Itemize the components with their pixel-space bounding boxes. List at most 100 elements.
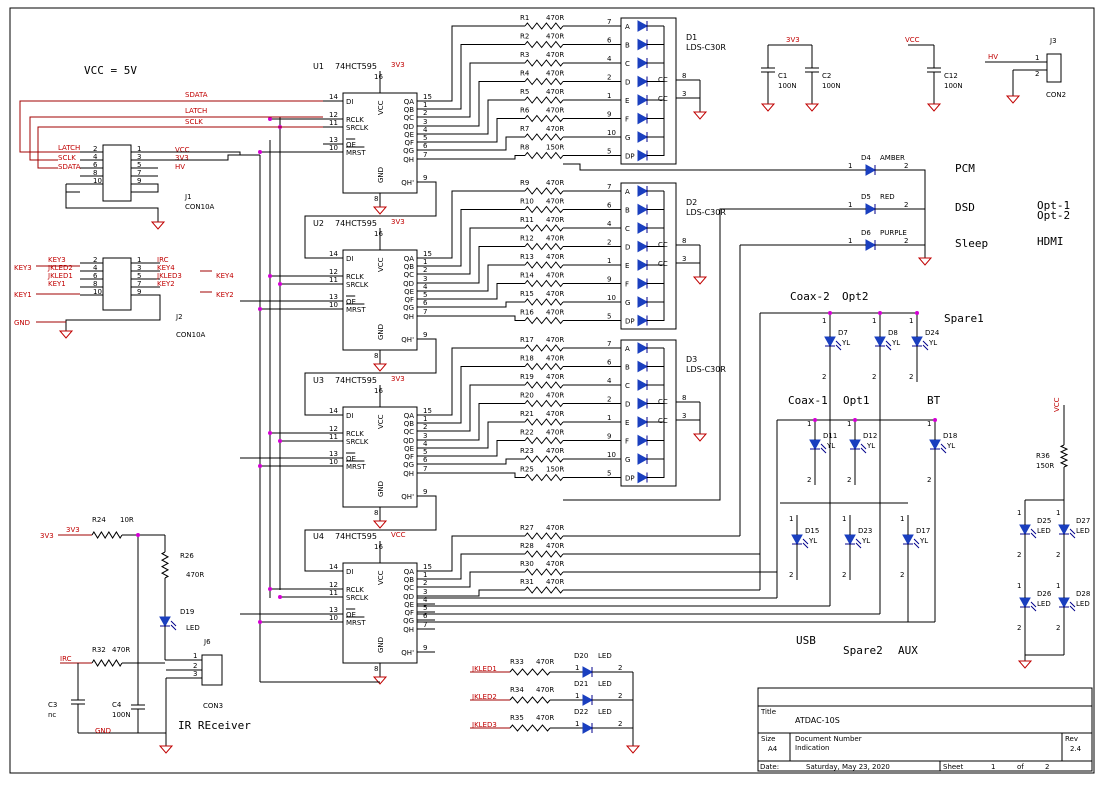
segment-diode: [637, 434, 649, 447]
cap-rail-vcc: VCC: [905, 36, 920, 44]
resistor-ref: R12: [520, 235, 534, 243]
resistor-ref: R10: [520, 198, 534, 206]
resistor-r28: [524, 550, 564, 558]
pin-number: 2: [1056, 551, 1060, 559]
pin-number: 7: [423, 308, 427, 316]
led-ray: [913, 538, 920, 545]
resistor-r11: [524, 224, 564, 232]
vcc-pin-number: 16: [374, 387, 383, 395]
led-ref: D20: [574, 652, 588, 660]
resistor-r18: [524, 362, 564, 371]
seven-seg-d2: [620, 182, 677, 330]
opt-note-hdmi: HDMI: [1037, 235, 1064, 248]
resistor-value: 470R: [546, 88, 564, 96]
pin-qe: QE: [404, 601, 414, 609]
resistor-r5: [524, 96, 564, 104]
net-sdata: SDATA: [58, 163, 81, 171]
segment-c: C: [625, 382, 630, 390]
resistor-value: 470R: [546, 235, 564, 243]
pin-number: 3: [682, 412, 686, 420]
wire: [435, 421, 525, 449]
led-d21: [582, 694, 594, 706]
pin-number: 2: [618, 664, 622, 672]
junction-dot: [136, 533, 140, 537]
led-ref: D28: [1076, 590, 1090, 598]
pin-number: 2: [909, 373, 913, 381]
resistor-ref: R1: [520, 14, 529, 22]
wire: [435, 25, 525, 102]
wire: [435, 384, 525, 432]
pin-number: 11: [329, 433, 338, 441]
display-part: LDS-C30R: [686, 43, 726, 52]
pin-qc: QC: [404, 428, 415, 436]
pin-number: 12: [329, 425, 338, 433]
pin-number: 15: [423, 93, 432, 101]
pin-number: 1: [607, 257, 611, 265]
pin-number: 3: [193, 670, 197, 678]
resistor-r17: [524, 344, 564, 352]
net-gnd: GND: [14, 319, 30, 327]
wire: [435, 366, 525, 424]
wire: [435, 118, 525, 143]
ground-symbol: [58, 330, 74, 339]
resistor-value: 470R: [546, 51, 564, 59]
segment-diode: [637, 342, 649, 354]
pin-number: 2: [927, 476, 931, 484]
resistor-ref: R22: [520, 429, 534, 437]
wire: [158, 151, 241, 155]
led-value: YL: [861, 537, 870, 545]
pin-number: 4: [423, 596, 428, 604]
pin-number: 13: [329, 606, 338, 614]
led-ref: D25: [1037, 517, 1051, 525]
resistor-value: 470R: [546, 107, 564, 115]
pin-number: 3: [423, 118, 427, 126]
resistor-ref: R7: [520, 125, 529, 133]
segment-diode: [637, 94, 649, 106]
pin-number: 2: [904, 237, 908, 245]
pin-number: 6: [93, 272, 98, 280]
pin-qh-prime: QH': [401, 649, 414, 657]
pin-srclk: SRCLK: [346, 438, 369, 446]
pin-number: 1: [872, 317, 876, 325]
ir-gnd: GND: [95, 727, 111, 735]
pin-number: 3: [423, 275, 427, 283]
wire: [37, 126, 323, 169]
pin-number: 9: [137, 177, 141, 185]
jk-net-jkled2: JKLED2: [471, 693, 497, 701]
pin-mrst: MRST: [346, 149, 366, 157]
segment-diode: [637, 314, 649, 327]
led-ref: D5: [861, 193, 871, 201]
pin-number: 1: [842, 515, 846, 523]
display-part: LDS-C30R: [686, 208, 726, 217]
resistor-value: 470R: [546, 355, 564, 363]
wire: [435, 347, 525, 416]
pin-number: 7: [607, 340, 611, 348]
pin-number: 1: [423, 258, 427, 266]
resistor-ref: R11: [520, 216, 534, 224]
segment-diode: [637, 75, 649, 88]
resistor-value: 470R: [546, 125, 564, 133]
pin-di: DI: [346, 98, 353, 106]
pin-number: 1: [423, 415, 427, 423]
led-ray: [1069, 532, 1076, 539]
junction-dot: [278, 595, 282, 599]
vcc-pin-label: VCC: [377, 414, 385, 429]
junction-dot: [278, 282, 282, 286]
pin-number: 5: [423, 604, 427, 612]
segment-c: C: [625, 60, 630, 68]
led-ref: D6: [861, 229, 871, 237]
display-ref: D3: [686, 355, 697, 364]
segment-e: E: [625, 419, 629, 427]
pin-mrst: MRST: [346, 463, 366, 471]
led-value: LED: [1037, 600, 1051, 608]
sheet-label: Sheet: [943, 763, 963, 771]
pin-number: 2: [904, 201, 908, 209]
chip-ref: U2: [313, 219, 324, 228]
pin-number: 1: [575, 664, 579, 672]
pin-qc: QC: [404, 114, 415, 122]
net-key2: KEY2: [157, 280, 175, 288]
led-ref: D24: [925, 329, 940, 337]
resistor-r6: [524, 114, 564, 123]
wire: [435, 535, 525, 572]
